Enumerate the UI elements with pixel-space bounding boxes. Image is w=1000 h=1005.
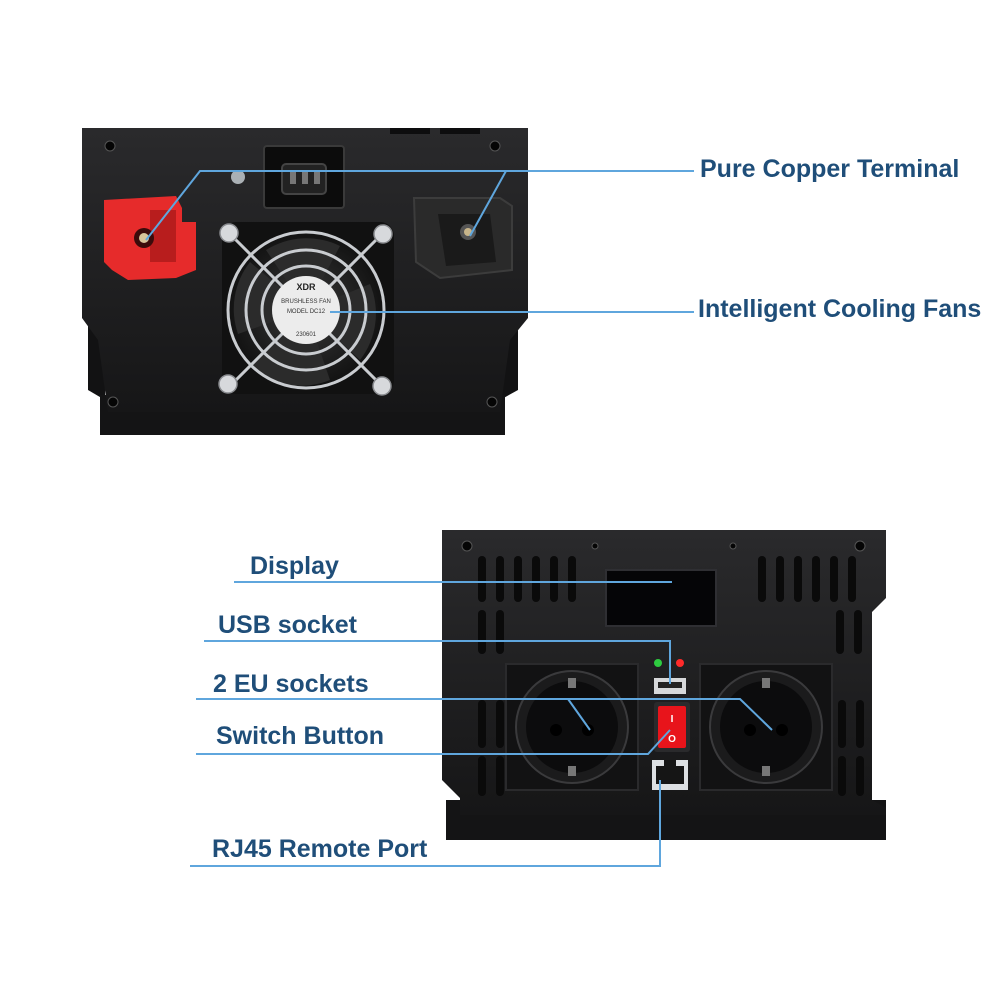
fan-sticker-line2: MODEL DC12	[287, 309, 326, 315]
label-switch-button: Switch Button	[216, 722, 385, 750]
front-panel: I O	[442, 530, 886, 840]
usb-port	[654, 678, 686, 694]
red-terminal-icon	[104, 196, 196, 280]
label-intelligent-cooling-fans: Intelligent Cooling Fans	[698, 295, 982, 323]
power-led-green	[654, 659, 662, 667]
rj45-port	[652, 760, 688, 790]
fan-sticker-brand: XDR	[296, 282, 316, 292]
leader-rj45	[190, 780, 661, 867]
eu-socket-left	[505, 663, 639, 791]
switch-off-mark: O	[668, 734, 676, 745]
label-eu-sockets: 2 EU sockets	[213, 670, 369, 698]
rear-top-vents	[390, 128, 480, 134]
leader-switch	[196, 729, 671, 755]
front-vent-slots	[478, 556, 864, 796]
rear-screws	[104, 140, 501, 408]
rear-status-led	[231, 170, 245, 184]
rear-panel: XDR BRUSHLESS FAN MODEL DC12 230601	[82, 128, 528, 435]
rocker-switch: I O	[654, 702, 690, 752]
leader-lines	[145, 170, 773, 867]
label-display: Display	[250, 552, 339, 580]
leader-eu-right	[196, 698, 773, 731]
label-rj45-remote-port: RJ45 Remote Port	[212, 835, 428, 863]
fan-sticker-line1: BRUSHLESS FAN	[281, 299, 331, 305]
eu-socket-right	[699, 663, 833, 791]
leader-usb	[204, 640, 671, 684]
label-pure-copper-terminal: Pure Copper Terminal	[700, 155, 960, 183]
black-terminal-icon	[412, 197, 513, 280]
switch-on-mark: I	[671, 714, 674, 725]
ac-inlet	[263, 145, 345, 209]
leader-eu-left	[567, 698, 591, 731]
label-usb-socket: USB socket	[218, 611, 357, 639]
display-screen	[605, 569, 717, 627]
fault-led-red	[676, 659, 684, 667]
leader-terminal-black	[469, 170, 694, 237]
fan-sticker-line3: 230601	[296, 332, 317, 338]
cooling-fan-icon: XDR BRUSHLESS FAN MODEL DC12 230601	[218, 222, 394, 396]
front-screws	[461, 540, 866, 552]
